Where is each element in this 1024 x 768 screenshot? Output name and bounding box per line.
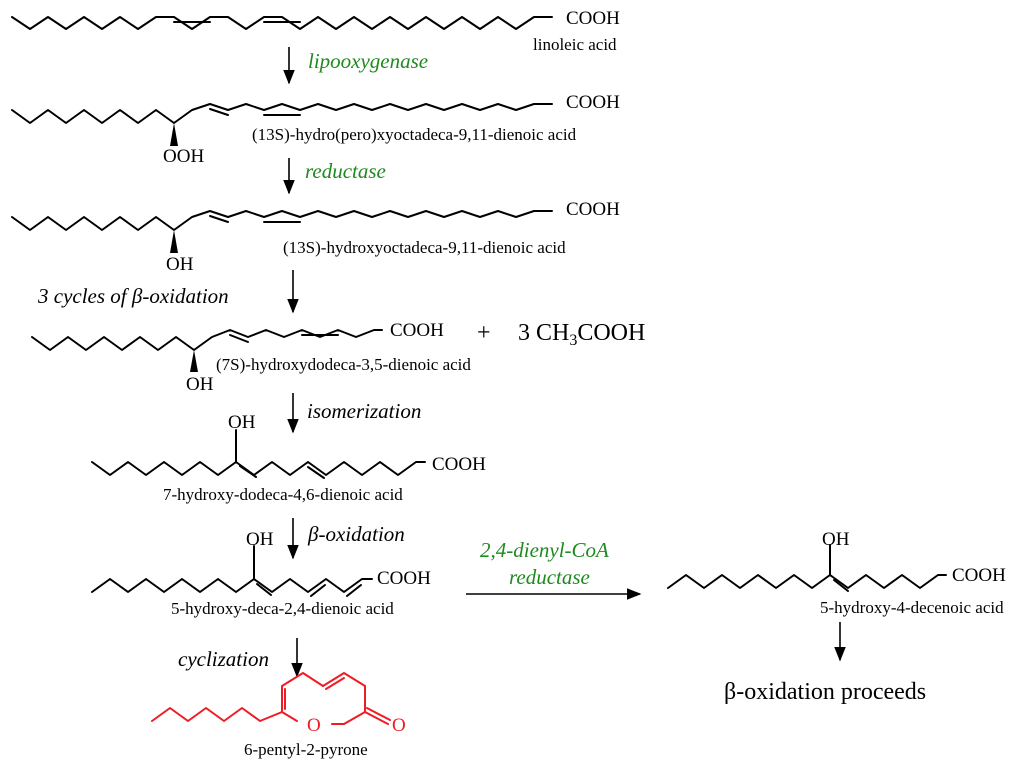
hode-structure: COOH OH (13S)-hydroxyoctadeca-9,11-dieno… bbox=[11, 199, 620, 275]
hpode-name: (13S)-hydro(pero)xyoctadeca-9,11-dienoic… bbox=[252, 125, 577, 144]
step-3-cycles-beta-oxidation: 3 cycles of β-oxidation bbox=[37, 284, 229, 308]
cooh-label: COOH bbox=[566, 199, 620, 220]
c12-name: (7S)-hydroxydodeca-3,5-dienoic acid bbox=[216, 355, 471, 374]
c10-name: 5-hydroxy-deca-2,4-dienoic acid bbox=[171, 599, 394, 618]
step-reductase: reductase bbox=[305, 159, 386, 183]
carbonyl-oxygen-label: O bbox=[392, 715, 406, 736]
c12-isomer-name: 7-hydroxy-dodeca-4,6-dienoic acid bbox=[163, 485, 403, 504]
cooh-label: COOH bbox=[377, 568, 431, 589]
oh-label: OH bbox=[246, 529, 274, 550]
acetic-acid-byproduct: 3 CH3COOH bbox=[518, 320, 645, 349]
step-dienyl-coa-line1: 2,4-dienyl-CoA bbox=[480, 538, 609, 562]
oh-label: OH bbox=[166, 254, 194, 275]
cooh-label: COOH bbox=[390, 320, 444, 341]
c12-hydroxy-acid-structure: COOH OH (7S)-hydroxydodeca-3,5-dienoic a… bbox=[31, 320, 471, 395]
step-dienyl-coa-line2: reductase bbox=[509, 565, 590, 589]
plus-sign: + bbox=[477, 320, 491, 346]
ooh-label: OOH bbox=[163, 146, 204, 167]
step-lipooxygenase: lipooxygenase bbox=[308, 49, 428, 73]
ring-oxygen-label: O bbox=[307, 715, 321, 736]
c12-isomer-structure: OH COOH 7-hydroxy-dodeca-4,6-dienoic aci… bbox=[91, 412, 486, 504]
hpode-structure: COOH OOH (13S)-hydro(pero)xyoctadeca-9,1… bbox=[11, 92, 620, 167]
oh-label: OH bbox=[822, 529, 850, 550]
beta-oxidation-proceeds: β-oxidation proceeds bbox=[724, 679, 926, 705]
cooh-label: COOH bbox=[432, 454, 486, 475]
oh-label: OH bbox=[186, 374, 214, 395]
c10-dienoic-structure: OH COOH 5-hydroxy-deca-2,4-dienoic acid bbox=[91, 529, 431, 618]
step-cyclization: cyclization bbox=[178, 647, 269, 671]
linoleic-acid-name: linoleic acid bbox=[533, 35, 617, 54]
decenoic-name: 5-hydroxy-4-decenoic acid bbox=[820, 598, 1004, 617]
linoleic-acid-structure: COOH linoleic acid bbox=[11, 8, 620, 54]
oh-label: OH bbox=[228, 412, 256, 433]
cooh-label: COOH bbox=[566, 8, 620, 29]
decenoic-acid-structure: OH COOH 5-hydroxy-4-decenoic acid bbox=[667, 529, 1006, 617]
pyrone-name: 6-pentyl-2-pyrone bbox=[244, 740, 368, 759]
step-beta-oxidation: β-oxidation bbox=[307, 522, 405, 546]
hode-name: (13S)-hydroxyoctadeca-9,11-dienoic acid bbox=[283, 238, 566, 257]
cooh-label: COOH bbox=[566, 92, 620, 113]
pentyl-pyrone-structure: O O 6-pentyl-2-pyrone bbox=[151, 672, 406, 759]
cooh-label: COOH bbox=[952, 565, 1006, 586]
step-isomerization: isomerization bbox=[307, 399, 421, 423]
